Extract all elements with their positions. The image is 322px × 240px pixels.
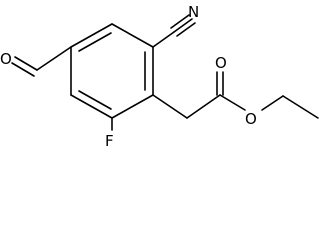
nitrile-triple-bond-b — [173, 18, 193, 33]
ester-bond-left — [219, 94, 246, 111]
aldehyde-bond-ring — [36, 46, 72, 71]
ethyl-bond — [282, 95, 319, 119]
ring-bond-4 — [70, 94, 113, 119]
fluorine-label: F — [105, 132, 114, 150]
acyl-bond — [186, 94, 221, 119]
ring-bond-1 — [111, 23, 154, 48]
carbonyl-oxygen-label: O — [215, 54, 227, 72]
aldehyde-double-bond-b — [11, 62, 35, 77]
nitrile-bond-ring — [152, 31, 175, 48]
ring-bond-6 — [70, 23, 113, 48]
ring-bond-3 — [111, 94, 154, 119]
ring-double-bond-inner-1 — [78, 32, 112, 52]
ester-oxygen-label: O — [245, 110, 257, 128]
ring-double-bond-inner-3 — [78, 90, 112, 110]
nitrile-nitrogen-label: N — [188, 3, 199, 21]
ester-bond-right — [261, 95, 284, 111]
nitrile-triple-bond-a — [170, 14, 190, 29]
methylene-bond — [152, 94, 188, 119]
aldehyde-double-bond-a — [14, 56, 38, 71]
nitrile-triple-bond-c — [176, 22, 196, 37]
aldehyde-oxygen-label: O — [0, 50, 12, 68]
chemical-structure: N O F O O — [0, 3, 319, 150]
